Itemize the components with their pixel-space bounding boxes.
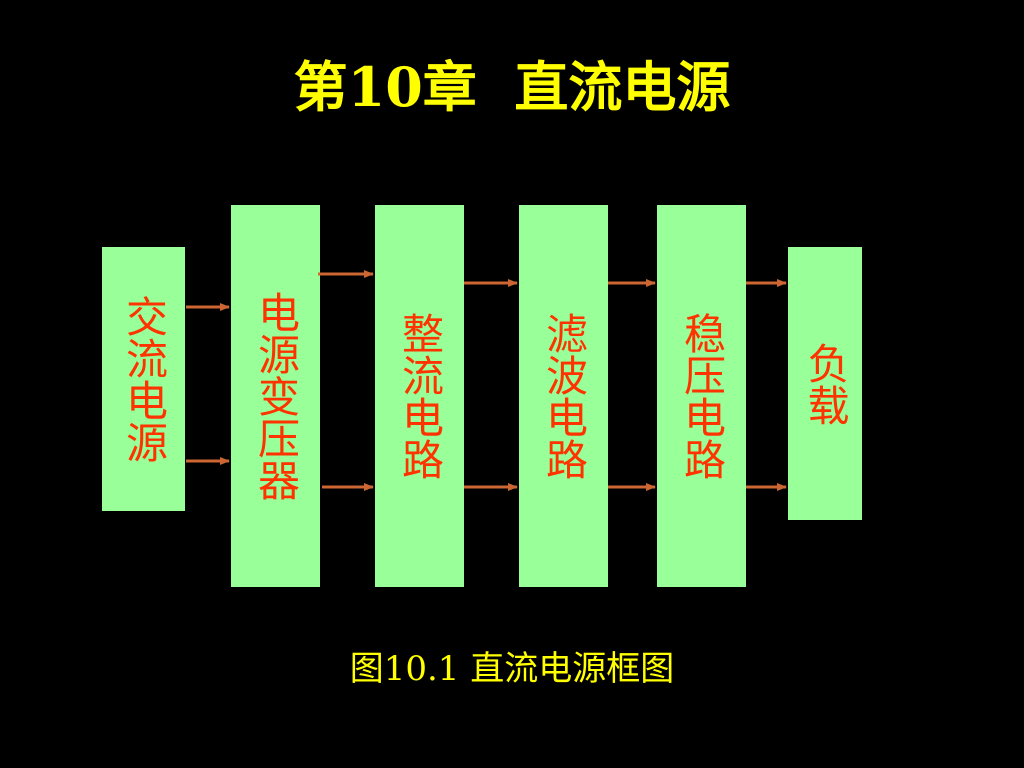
block-label-ac-source: 交流电源: [119, 295, 169, 463]
block-load: 负载: [788, 247, 862, 520]
block-filter: 滤波电路: [519, 205, 608, 587]
block-label-load: 负载: [801, 341, 850, 426]
block-regulator: 稳压电路: [657, 205, 746, 587]
block-label-power-transformer: 电源变压器: [251, 291, 301, 501]
block-power-transformer: 电源变压器: [231, 205, 320, 587]
block-ac-source: 交流电源: [102, 247, 185, 511]
block-label-rectifier: 整流电路: [395, 312, 445, 480]
block-label-filter: 滤波电路: [539, 312, 589, 480]
slide-title: 第10章 直流电源: [293, 55, 731, 119]
block-rectifier: 整流电路: [375, 205, 464, 587]
figure-caption: 图10.1 直流电源框图: [349, 649, 675, 689]
block-label-regulator: 稳压电路: [677, 312, 727, 480]
